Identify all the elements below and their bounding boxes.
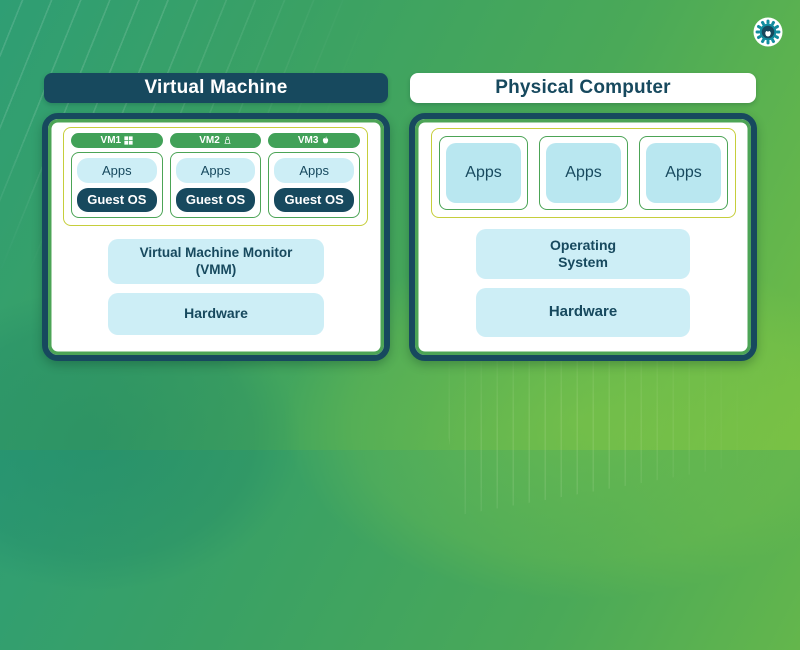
vm3-label: VM3: [297, 135, 319, 146]
app-label-2: Apps: [546, 143, 621, 203]
vm-hardware-block: Hardware: [108, 293, 324, 335]
vm3-apps: Apps: [274, 158, 355, 183]
operating-system-block: Operating System: [476, 229, 690, 279]
vm2-label: VM2: [199, 135, 220, 146]
app-label-1: Apps: [446, 143, 521, 203]
vmm-line2: (VMM): [195, 261, 237, 277]
brand-logo: [753, 17, 783, 47]
vm1-column: VM1 Apps Guest OS: [71, 133, 163, 218]
vm1-pill: VM1: [71, 133, 163, 148]
os-line1: Operating: [549, 236, 617, 253]
vm2-pill: VM2: [169, 133, 262, 148]
app-box-1: Apps: [439, 136, 528, 210]
os-line2: System: [558, 254, 608, 270]
apple-icon: [321, 136, 330, 145]
vmm-block: Virtual Machine Monitor (VMM): [108, 239, 324, 284]
vm1-label: VM1: [100, 135, 122, 146]
vm1-box: Apps Guest OS: [71, 152, 163, 218]
vm2-column: VM2 Apps Guest OS: [169, 133, 262, 218]
vm2-box: Apps Guest OS: [169, 152, 262, 218]
windows-icon: [124, 136, 133, 145]
vm2-apps: Apps: [175, 158, 256, 183]
vm1-guest-os: Guest OS: [77, 187, 157, 212]
virtual-machine-panel: VM1 Apps Guest OS VM2: [42, 113, 390, 361]
app-label-3: Apps: [646, 143, 721, 203]
app-box-3: Apps: [639, 136, 728, 210]
apps-group-zone: Apps Apps Apps: [431, 128, 736, 218]
physical-hardware-block: Hardware: [476, 288, 690, 337]
vm3-guest-os: Guest OS: [274, 187, 355, 212]
virtual-machine-header: Virtual Machine: [44, 73, 388, 103]
vm3-pill: VM3: [268, 133, 361, 148]
vm2-guest-os: Guest OS: [175, 187, 256, 212]
vm3-column: VM3 Apps Guest OS: [268, 133, 361, 218]
app-box-2: Apps: [539, 136, 628, 210]
vmm-line1: Virtual Machine Monitor: [139, 244, 293, 260]
vm1-apps: Apps: [77, 158, 157, 183]
physical-computer-header: Physical Computer: [410, 73, 756, 103]
linux-icon: [223, 136, 232, 145]
vm-group-zone: VM1 Apps Guest OS VM2: [63, 127, 368, 226]
gear-logo-icon: [753, 17, 783, 47]
vm3-box: Apps Guest OS: [268, 152, 361, 218]
physical-computer-panel: Apps Apps Apps Operating System Hardware: [409, 113, 757, 361]
